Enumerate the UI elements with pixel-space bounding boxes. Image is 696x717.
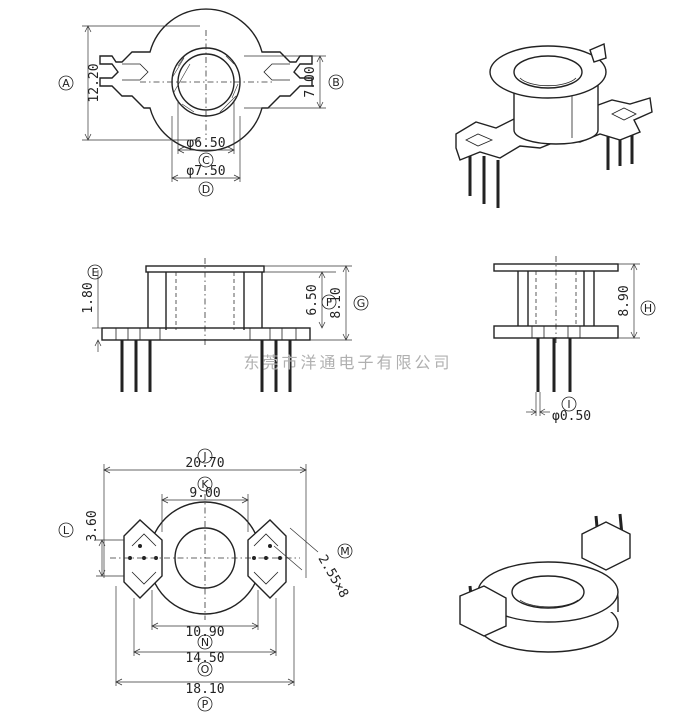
front-view-body — [147, 272, 263, 330]
front-view-base — [101, 327, 311, 341]
dim-b-letter: B — [332, 76, 340, 89]
dim-d-marker — [198, 181, 214, 197]
dim-b: 7.00 B — [244, 55, 344, 109]
dim-b-marker — [328, 74, 344, 90]
dim-g-marker — [353, 295, 369, 311]
dim-l-value: 3.60 — [85, 510, 100, 541]
dim-h-marker — [640, 300, 656, 316]
watermark: 东莞市洋通电子有限公司 — [243, 353, 452, 372]
dim-e-value: 1.80 — [81, 282, 96, 313]
dim-o-letter: O — [201, 663, 210, 676]
dim-g: 8.10 G — [264, 265, 369, 341]
dim-o: O 18.10 — [115, 586, 295, 697]
dim-k-value: 9.00 — [189, 486, 220, 501]
dim-l: 3.60 L — [58, 510, 124, 577]
dim-l-marker — [58, 522, 74, 538]
dim-b-value: 7.00 — [303, 66, 318, 97]
top-view: 12.20 A 7.00 B φ6.50 C — [58, 8, 344, 197]
front-view-top-flange — [145, 265, 265, 273]
side-view-pins — [536, 338, 572, 392]
dim-f-value: 6.50 — [305, 284, 320, 315]
dim-j-value: 20.70 — [185, 456, 224, 471]
dim-m-marker — [337, 543, 353, 559]
dim-a-letter: A — [62, 77, 70, 90]
dim-a-value: 12.20 — [87, 63, 102, 102]
dim-i: I φ0.50 — [526, 392, 591, 424]
dim-g-letter: G — [357, 297, 366, 310]
dim-h: 8.90 H — [617, 263, 656, 339]
dim-f: 6.50 F — [264, 271, 337, 329]
dim-n-marker — [197, 634, 213, 650]
dim-g-value: 8.10 — [329, 287, 344, 318]
dim-p: 10.90 — [151, 590, 259, 640]
dim-o-marker — [197, 661, 213, 677]
side-view-body — [517, 271, 595, 326]
dim-a-marker — [58, 75, 74, 91]
dim-k-marker — [197, 476, 213, 492]
isometric-view-bottom — [459, 513, 631, 653]
dim-i-letter: I — [567, 398, 570, 411]
isometric-view-top — [455, 42, 653, 208]
dim-c-letter: C — [202, 154, 210, 167]
front-view: 1.80 E 6.50 F 8.10 G — [81, 258, 369, 392]
top-view-tube-hatching — [171, 53, 239, 113]
dim-j-letter: J — [202, 450, 206, 463]
bottom-view-left-pin-block — [123, 519, 163, 599]
bottom-view-right-pin-block — [247, 519, 287, 599]
dim-n-value: 14.50 — [185, 651, 224, 666]
dim-d-letter: D — [202, 183, 210, 196]
dim-i-value: φ0.50 — [552, 409, 591, 424]
dim-j: 20.70 J — [103, 448, 307, 578]
iso-top-flange — [489, 42, 607, 99]
side-view: 8.90 H I φ0.50 — [493, 256, 656, 424]
dim-p-value: 10.90 — [185, 625, 224, 640]
dim-d: φ7.50 D — [171, 116, 241, 197]
dim-e-marker — [87, 264, 103, 280]
dim-h-letter: H — [644, 302, 652, 315]
dim-f-marker — [321, 294, 337, 310]
dim-f-letter: F — [326, 296, 332, 309]
dim-d-value: φ7.50 — [186, 164, 225, 179]
dim-k: 9.00 K — [161, 476, 249, 532]
dim-c: φ6.50 C — [177, 100, 235, 168]
side-view-base — [493, 325, 619, 339]
dim-c-marker — [198, 152, 214, 168]
dim-c-value: φ6.50 — [186, 136, 225, 151]
dim-e-letter: E — [92, 266, 99, 279]
dim-l-letter: L — [63, 524, 70, 537]
dim-a: 12.20 A — [58, 25, 200, 141]
dim-j-marker — [197, 448, 213, 464]
dim-e: 1.80 E — [81, 264, 103, 352]
dim-n-letter: N — [201, 636, 209, 649]
dim-p-marker — [197, 696, 213, 712]
dim-h-value: 8.90 — [617, 285, 632, 316]
dim-m-value: 2.55×8 — [315, 553, 351, 601]
front-view-pins — [120, 340, 292, 392]
dim-o-value: 18.10 — [185, 682, 224, 697]
dim-m-letter: M — [340, 545, 350, 558]
dim-n: N 14.50 — [133, 598, 277, 666]
bottom-view: 20.70 J 9.00 K 3.60 L 2.5 — [58, 448, 353, 712]
dim-i-marker — [561, 396, 577, 412]
dim-p-letter: P — [202, 698, 209, 711]
dim-k-letter: K — [201, 478, 209, 491]
iso-bottom-pin-blocks — [459, 521, 631, 637]
